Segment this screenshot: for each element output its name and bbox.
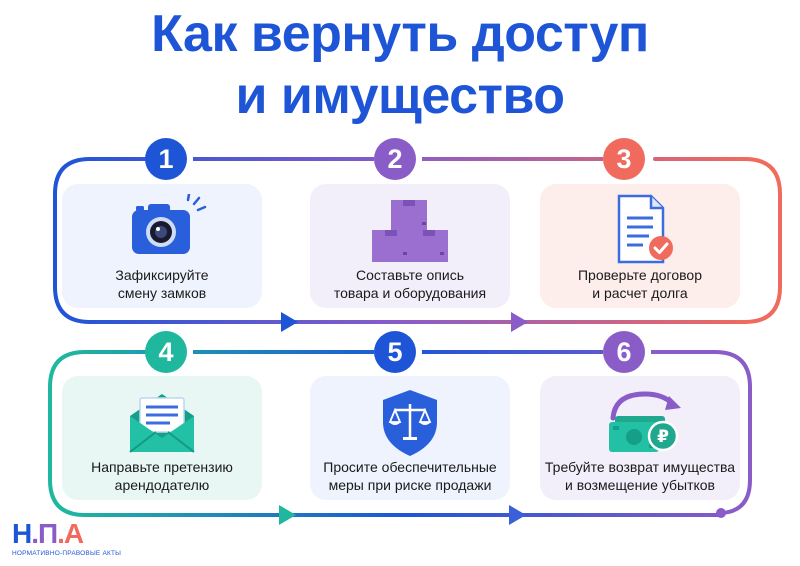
step-5-label: Просите обеспечительные меры при риске п… bbox=[323, 459, 497, 493]
boxes-icon bbox=[372, 200, 448, 262]
step-2-number-badge: 2 bbox=[374, 138, 416, 180]
envelope-letter-icon bbox=[129, 394, 195, 453]
step-1-label: Зафиксируйте смену замков bbox=[115, 267, 209, 301]
step-1-number-badge: 1 bbox=[145, 138, 187, 180]
step-4-number-badge: 4 bbox=[145, 331, 187, 373]
connector-bottom-right bbox=[651, 350, 752, 515]
step-3-number-badge: 3 bbox=[603, 138, 645, 180]
step-6-card: ₽ Требуйте возврат имущества и возмещени… bbox=[540, 376, 740, 500]
arrow-1-2 bbox=[281, 312, 298, 332]
scales-shield-icon bbox=[383, 390, 437, 456]
arrow-5-6 bbox=[509, 505, 526, 525]
svg-text:₽: ₽ bbox=[657, 427, 669, 447]
page-title-line-1: Как вернуть доступ bbox=[151, 5, 649, 63]
step-3-label: Проверьте договор и расчет долга bbox=[577, 267, 702, 301]
page-title-line-2: и имущество bbox=[235, 67, 565, 125]
step-5-number-badge: 5 bbox=[374, 331, 416, 373]
step-2-card: Составьте опись товара и оборудования bbox=[310, 184, 510, 308]
step-6-label: Требуйте возврат имущества и возмещение … bbox=[544, 459, 736, 493]
logo-wordmark: Н.П.А bbox=[12, 518, 84, 549]
arrow-4-5 bbox=[279, 505, 296, 525]
document-check-icon bbox=[617, 194, 673, 264]
logo-subtitle: НОРМАТИВНО-ПРАВОВЫЕ АКТЫ bbox=[12, 550, 122, 557]
connector-bottom-upper bbox=[48, 350, 722, 517]
step-4-label: Направьте претензию арендодателю bbox=[91, 459, 233, 493]
step-6-number-badge: 6 bbox=[603, 331, 645, 373]
connector-top-upper bbox=[53, 157, 782, 324]
step-2-label: Составьте опись товара и оборудования bbox=[333, 267, 487, 301]
step-1-card: Зафиксируйте смену замков bbox=[62, 184, 262, 308]
step-5-card: Просите обеспечительные меры при риске п… bbox=[310, 376, 510, 500]
camera-icon bbox=[132, 194, 207, 254]
connector-end-dot bbox=[716, 508, 726, 518]
step-3-card: Проверьте договор и расчет долга bbox=[540, 184, 740, 308]
arrow-2-3 bbox=[511, 312, 528, 332]
npa-logo: Н.П.А НОРМАТИВНО-ПРАВОВЫЕ АКТЫ bbox=[12, 520, 122, 560]
step-4-card: Направьте претензию арендодателю bbox=[62, 376, 262, 500]
money-return-icon: ₽ bbox=[609, 391, 681, 452]
